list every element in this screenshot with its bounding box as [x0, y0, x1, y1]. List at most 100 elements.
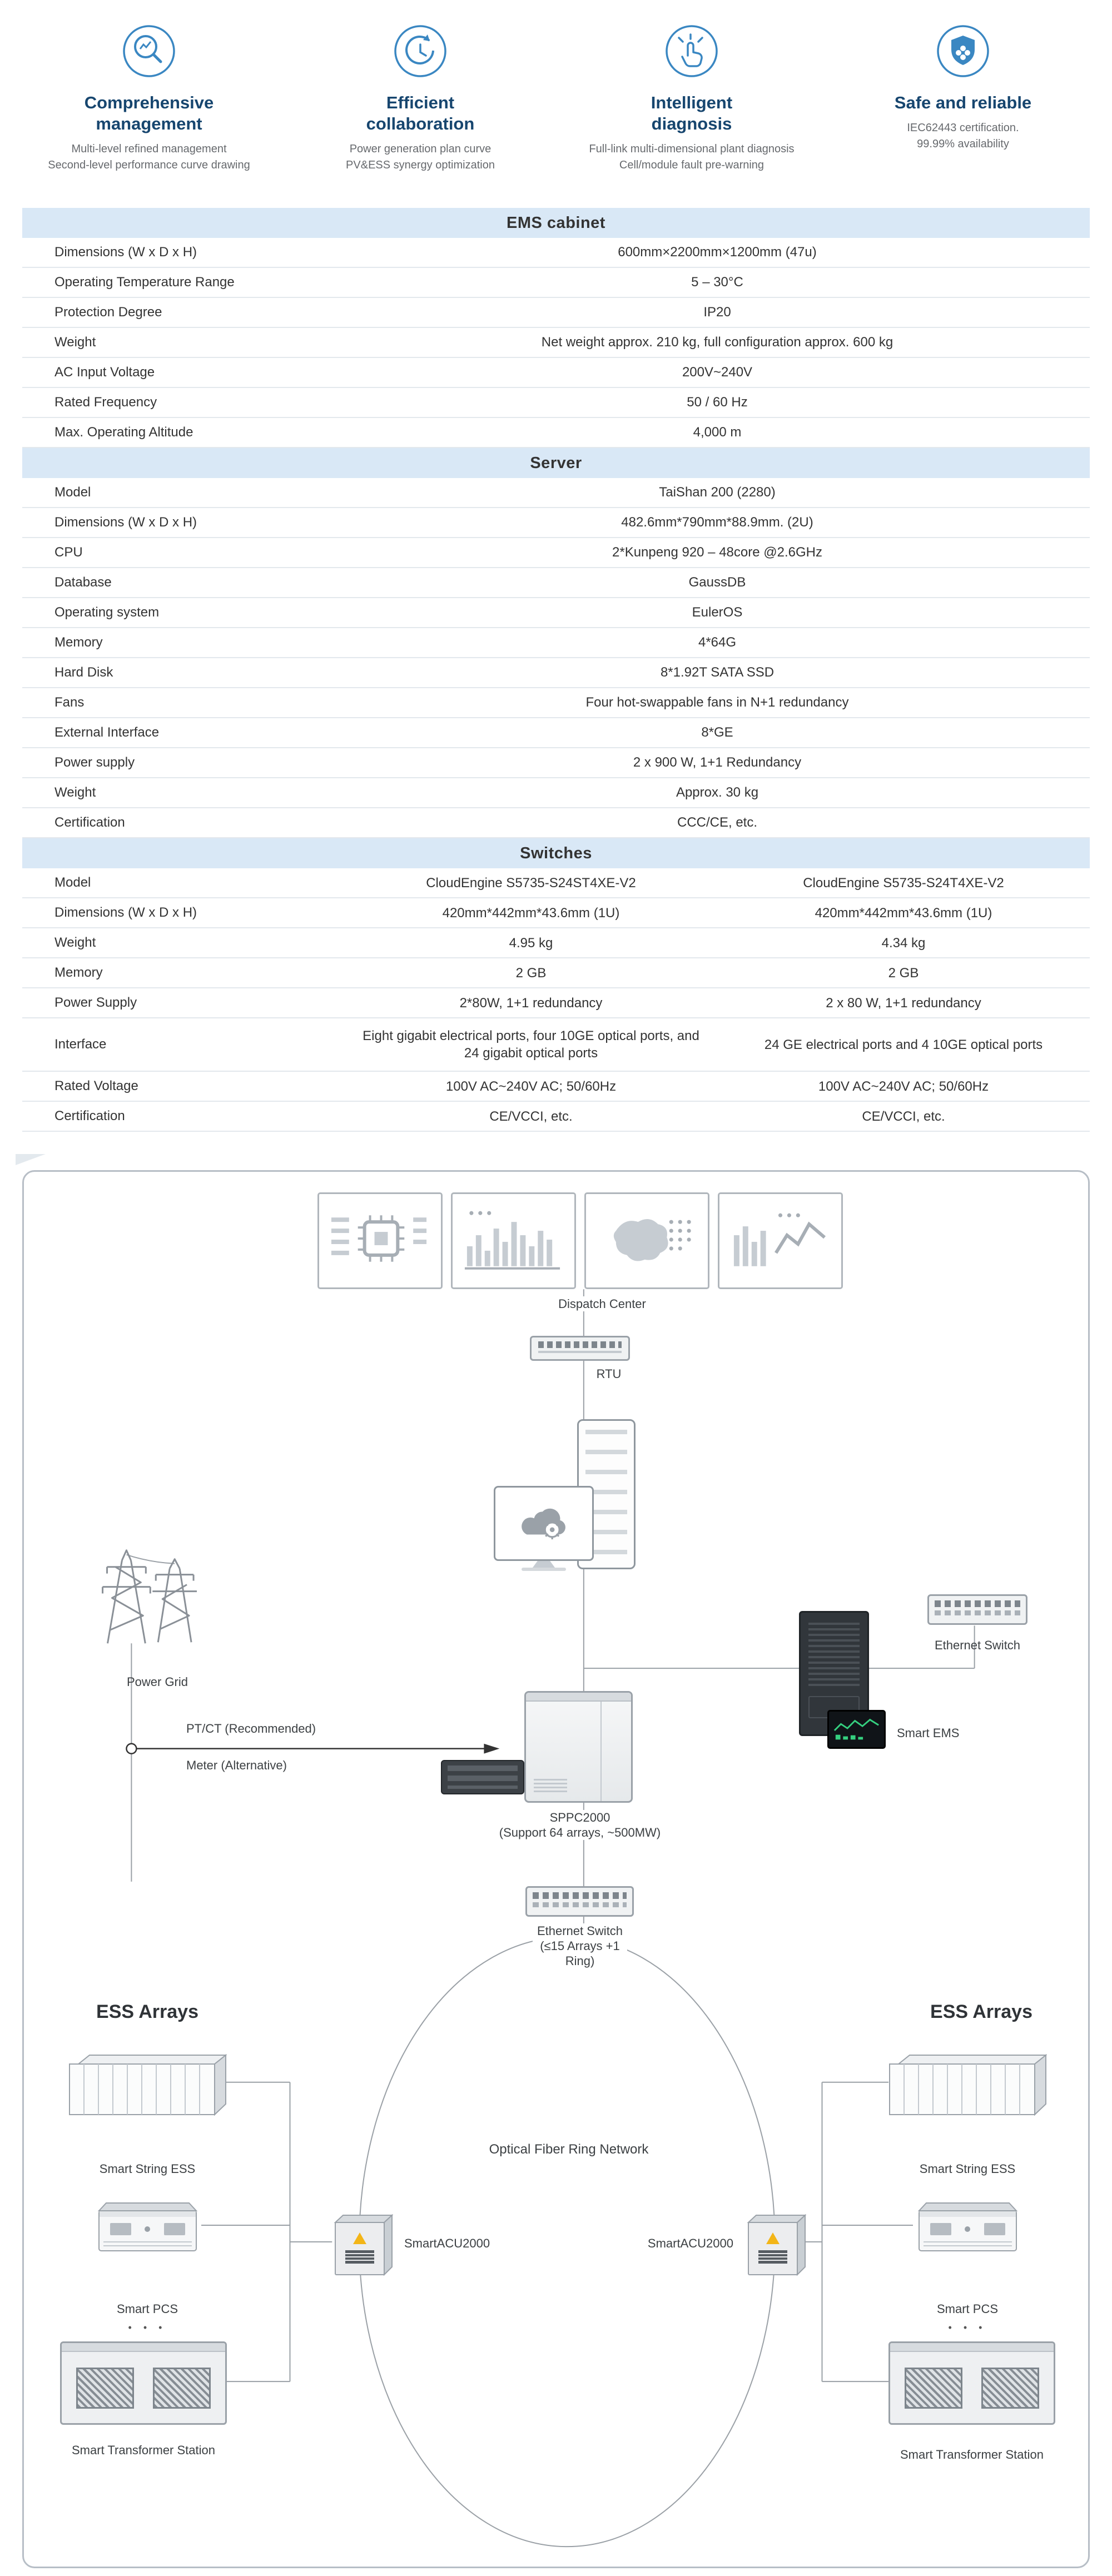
monitor-circuit-svg [331, 1215, 427, 1262]
ring-switch-line1: Ethernet Switch [537, 1924, 623, 1938]
tap-hand-icon-svg [666, 25, 718, 77]
feature-title: Comprehensive management [84, 93, 214, 133]
feature-subtext-line: Second-level performance curve drawing [48, 159, 250, 171]
ethernet-switch-top [927, 1594, 1027, 1625]
feature-highlights: Comprehensive management Multi-level ref… [0, 0, 1112, 178]
shield-icon [935, 23, 991, 79]
ems-vent [808, 1623, 860, 1688]
row-value: Four hot-swappable fans in N+1 redundanc… [585, 695, 849, 710]
switch-ports-row1 [533, 1892, 627, 1899]
transformer-top [890, 2343, 1054, 2352]
smartacu-right-svg [747, 2214, 807, 2276]
magnifier-icon-svg [123, 25, 175, 77]
switch-ports-row1 [935, 1600, 1020, 1607]
transformer-top [62, 2343, 225, 2352]
transformer-grille [905, 2368, 962, 2409]
feature-title: Efficient collaboration [366, 93, 475, 133]
monitor-base [522, 1568, 566, 1571]
spec-tables: EMS cabinet Dimensions (W x D x H)600mm×… [22, 208, 1090, 1132]
row-label: Memory [54, 965, 103, 980]
row-label: Database [54, 575, 112, 590]
rack-slots [448, 1766, 518, 1789]
smart-string-ess-right-label: Smart String ESS [919, 2162, 1016, 2176]
row-value: GaussDB [688, 575, 746, 590]
row-label: Certification [54, 815, 125, 830]
row-value: CCC/CE, etc. [677, 815, 758, 830]
row-value: Net weight approx. 210 kg, full configur… [541, 335, 893, 350]
feature-subtext-line: Cell/module fault pre-warning [619, 159, 765, 171]
table-row: Weight Net weight approx. 210 kg, full co… [22, 328, 1090, 358]
cloud-gear-icon [522, 1508, 565, 1539]
table-row: Dimensions (W x D x H)600mm×2200mm×1200m… [22, 238, 1090, 268]
page-fold-decoration [16, 1154, 46, 1165]
row-value: 600mm×2200mm×1200mm (47u) [618, 245, 817, 260]
smart-transformer-station-left [60, 2341, 227, 2425]
switch-ports-row2 [533, 1902, 627, 1907]
row-value: 8*GE [701, 725, 733, 740]
row-value-switch2: 2 x 80 W, 1+1 redundancy [826, 995, 981, 1011]
row-label: Model [54, 485, 91, 500]
monitor-trend [718, 1192, 843, 1289]
row-label: AC Input Voltage [54, 365, 155, 380]
ethernet-switch-label: Ethernet Switch [934, 1638, 1021, 1652]
row-value-switch1: 2 GB [515, 965, 547, 981]
row-value: 200V~240V [682, 365, 753, 380]
smart-transformer-right-label: Smart Transformer Station [900, 2448, 1044, 2461]
table-row: Database GaussDB [22, 568, 1090, 598]
row-value-switch1: 420mm*442mm*43.6mm (1U) [442, 905, 620, 921]
cycle-clock-icon [393, 23, 448, 79]
feature-title: Intelligent diagnosis [651, 93, 733, 133]
power-grid-label: Power Grid [126, 1675, 188, 1689]
dispatch-center-monitors [317, 1192, 843, 1289]
smart-string-ess-left-label: Smart String ESS [99, 2162, 196, 2176]
architecture-diagram: Dispatch Center RTU Power Grid PT/CT (Re… [22, 1170, 1090, 2568]
feature-title: Safe and reliable [894, 93, 1032, 112]
row-value-switch1: 2*80W, 1+1 redundancy [459, 995, 603, 1011]
management-monitor [494, 1486, 594, 1561]
sppc2000-label: SPPC2000 (Support 64 arrays, ~500MW) [494, 1810, 666, 1840]
row-label: Weight [54, 335, 96, 350]
row-label: Certification [54, 1108, 125, 1123]
row-value: EulerOS [692, 605, 743, 620]
smartacu2000-left [331, 2212, 395, 2277]
cabinet-top [526, 1693, 631, 1702]
smart-transformer-left-label: Smart Transformer Station [72, 2443, 215, 2457]
power-grid-towers [102, 1549, 197, 1644]
smartacu2000-left-label: SmartACU2000 [404, 2236, 490, 2250]
ess-arrays-right-heading: ESS Arrays [930, 2001, 1032, 2022]
meter-label: Meter (Alternative) [186, 1758, 287, 1772]
cabinet-door-seam [600, 1702, 602, 1801]
row-label: Memory [54, 635, 103, 650]
ess-container-left-svg [69, 2053, 227, 2116]
table-row: Dimensions (W x D x H)420mm*442mm*43.6mm… [22, 898, 1090, 928]
row-value-switch2: 2 GB [888, 965, 919, 981]
feature-subtext-line: 99.99% availability [917, 138, 1009, 150]
ring-switch-line2: (≤15 Arrays +1 [540, 1939, 620, 1953]
row-value-switch2: 420mm*442mm*43.6mm (1U) [815, 905, 992, 921]
row-label: Max. Operating Altitude [54, 425, 193, 440]
feature-subtext: Multi-level refined management Second-le… [13, 141, 285, 173]
rtu-device [530, 1336, 630, 1361]
ethernet-switch-ring [525, 1886, 634, 1917]
row-label: Weight [54, 935, 96, 950]
row-value-switch1: CloudEngine S5735-S24ST4XE-V2 [426, 875, 636, 891]
transformer-grille [76, 2368, 134, 2409]
smart-pcs-right [914, 2200, 1022, 2255]
optical-ring-label: Optical Fiber Ring Network [489, 2142, 649, 2157]
smart-string-ess-left [68, 2053, 227, 2117]
table-row: Memory 2 GB 2 GB [22, 958, 1090, 988]
monitor-map [584, 1192, 709, 1289]
row-label: Operating Temperature Range [54, 275, 235, 290]
row-value: 2 x 900 W, 1+1 Redundancy [633, 755, 802, 770]
row-value-switch1: Eight gigabit electrical ports, four 10G… [363, 1028, 699, 1061]
